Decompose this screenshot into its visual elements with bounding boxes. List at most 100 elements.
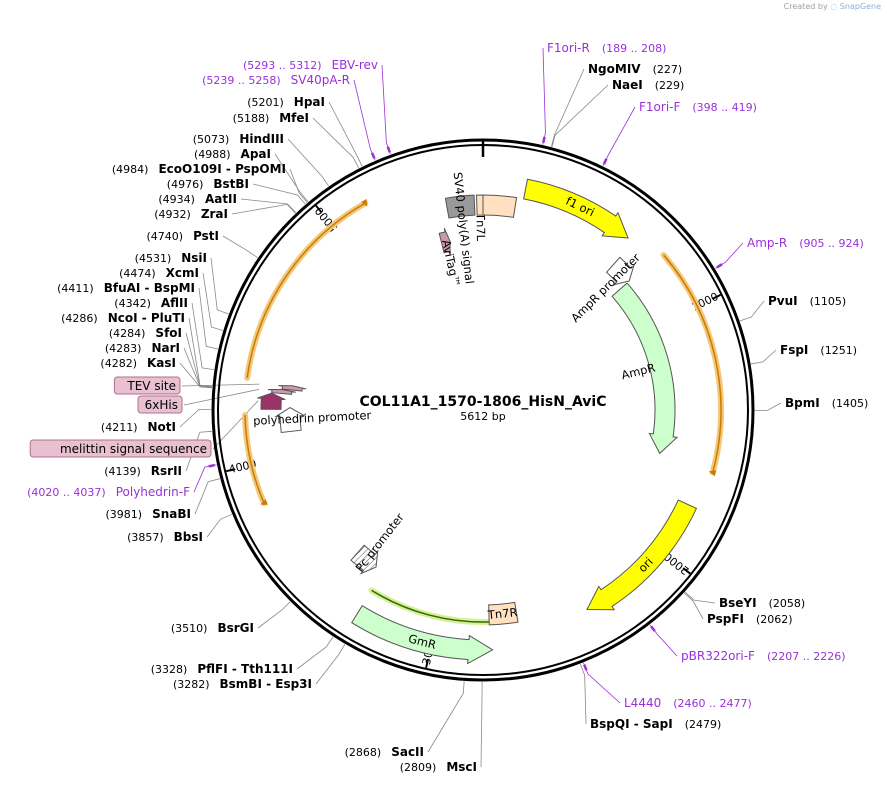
- site-name: BfuAI - BspMI: [104, 281, 195, 295]
- site-position: (4342): [114, 297, 151, 310]
- center-title: COL11A1_1570-1806_HisN_AviC 5612 bp: [360, 394, 607, 423]
- leader-line: [240, 198, 297, 213]
- site-label: PvuI(1105): [768, 294, 846, 308]
- leader-line: [602, 106, 636, 167]
- leader-line: [551, 84, 609, 147]
- annotation-arc: [246, 202, 366, 378]
- site-name: NgoMIV: [588, 62, 641, 76]
- feature-label-polyhedrin-promoter: polyhedrin promoter: [253, 408, 372, 428]
- annotation-arc-arrow: [708, 470, 717, 477]
- site-position: (4984): [112, 163, 149, 176]
- feature-sv40pa: [444, 194, 476, 219]
- feature-tag-box: [137, 395, 183, 414]
- primer-label: Amp-R(905 .. 924): [747, 236, 864, 250]
- leader-line: [550, 68, 585, 147]
- site-label: (2868)SacII: [345, 745, 424, 759]
- primer-name: EBV-rev: [332, 58, 378, 72]
- site-position: (4976): [167, 178, 204, 191]
- site-label: (4284) SfoI: [109, 326, 182, 340]
- site-label: (4932)ZraI: [154, 207, 228, 221]
- feature-label-pc-promoter: Pc promoter: [353, 510, 407, 574]
- site-name: RsrII: [151, 464, 182, 478]
- primer-range: (905 .. 924): [799, 237, 864, 250]
- site-position: (1251): [820, 344, 857, 357]
- leader-line: [579, 663, 587, 725]
- feature-label-ampr: AmpR: [620, 360, 657, 382]
- site-name: BsmBI - Esp3I: [220, 677, 312, 691]
- leader-line: [296, 636, 334, 670]
- site-label: (4474)XcmI: [119, 266, 199, 280]
- primer-label: (5293 .. 5312)EBV-rev: [243, 58, 378, 72]
- leader-line: [583, 662, 621, 704]
- site-position: (1405): [832, 397, 869, 410]
- site-name: ZraI: [201, 207, 228, 221]
- primer-name: F1ori-F: [639, 100, 680, 114]
- leader-line: [427, 681, 465, 753]
- site-position: (4284): [109, 327, 146, 340]
- site-position: (2809): [400, 761, 437, 774]
- site-position: (3282): [173, 678, 210, 691]
- leader-line: [183, 388, 260, 406]
- site-label: (4740) PstI: [146, 229, 219, 243]
- primer-label: F1ori-F(398 .. 419): [639, 100, 757, 114]
- feature-ori: [586, 499, 698, 611]
- annotation-arc-arrow: [361, 199, 368, 207]
- site-label: NaeI(229): [612, 78, 684, 92]
- annotation-arc: [244, 415, 265, 504]
- snapgene-credit: Created by ◌ SnapGene: [784, 2, 881, 11]
- leader-line: [287, 138, 329, 187]
- leader-line: [188, 317, 213, 387]
- leader-line: [222, 235, 258, 258]
- site-label: (4211)NotI: [101, 420, 176, 434]
- site-label: (4988) ApaI: [194, 147, 271, 161]
- feature-tev: [278, 385, 307, 392]
- site-label: (4531)NsiI: [135, 251, 207, 265]
- site-label: (4139)RsrII: [104, 464, 182, 478]
- leader-line: [751, 349, 777, 365]
- site-name: BpmI: [785, 396, 820, 410]
- site-position: (4988): [194, 148, 231, 161]
- site-position: (2868): [345, 746, 382, 759]
- plasmid-name: COL11A1_1570-1806_HisN_AviC: [360, 394, 607, 410]
- leader-line: [185, 430, 212, 472]
- site-name: SfoI: [155, 326, 182, 340]
- leader-line: [191, 302, 215, 371]
- tick-mark: [712, 293, 722, 300]
- leader-line: [198, 287, 219, 350]
- site-name: NotI: [148, 420, 177, 434]
- primer-range: (2460 .. 2477): [673, 697, 752, 710]
- leader-lines: [179, 47, 782, 768]
- primer-name: L4440: [624, 696, 661, 710]
- leader-line: [194, 478, 220, 515]
- site-name: FspI: [780, 343, 808, 357]
- backbone: [211, 138, 755, 682]
- leader-line: [183, 347, 212, 388]
- annotation-arcs: [242, 199, 724, 625]
- site-name: HpaI: [294, 95, 325, 109]
- site-name: NarI: [151, 341, 180, 355]
- site-label: (4342)AflII: [114, 296, 188, 310]
- site-name: HindIII: [239, 132, 284, 146]
- leader-line: [480, 681, 483, 768]
- leader-line: [185, 332, 212, 388]
- primer-range: (5239 .. 5258): [202, 74, 281, 87]
- site-name: NcoI - PluTI: [108, 311, 185, 325]
- tick-mark: [315, 204, 323, 214]
- site-position: (2062): [756, 613, 793, 626]
- site-name: SnaBI: [152, 507, 191, 521]
- site-position: (2479): [685, 718, 722, 731]
- feature-gmr: [350, 605, 494, 665]
- site-labels: NgoMIV(227)NaeI(229)PvuI(1105)FspI(1251)…: [27, 41, 868, 774]
- feature-tn7l-b: [482, 194, 518, 218]
- site-position: (5201): [247, 96, 284, 109]
- site-name: NaeI: [612, 78, 643, 92]
- tick-mark: [225, 468, 236, 473]
- site-position: (4740): [146, 230, 183, 243]
- site-name: PstI: [193, 229, 219, 243]
- site-label: (4934)AatII: [158, 192, 237, 206]
- site-label: (4976)BstBI: [167, 177, 249, 191]
- site-name: ApaI: [241, 147, 271, 161]
- feature-tag-label: melittin signal sequence: [60, 442, 207, 456]
- site-label: (5201) HpaI: [247, 95, 325, 109]
- site-name: AatII: [205, 192, 237, 206]
